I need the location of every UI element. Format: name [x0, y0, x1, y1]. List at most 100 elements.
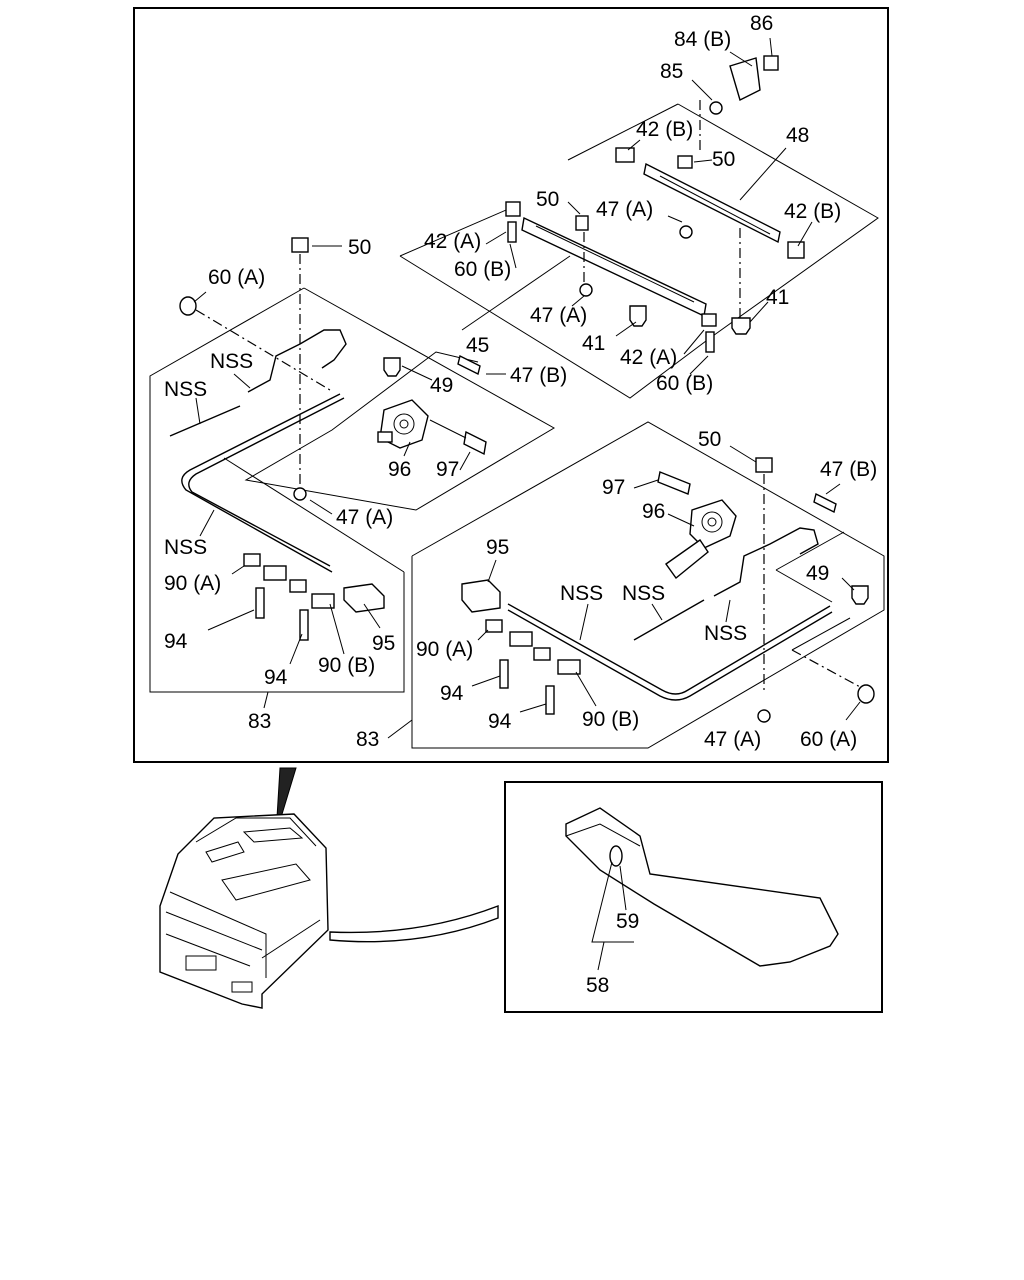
screw-47a-mid [579, 283, 593, 297]
label-60b-right: 60 (B) [656, 372, 713, 395]
callout-labels: 84 (B) 86 85 42 (B) 48 50 50 47 (A) 42 (… [164, 12, 877, 997]
label-90b-right: 90 (B) [582, 708, 639, 731]
label-48: 48 [786, 124, 809, 147]
label-nss-right-b: NSS [622, 582, 665, 605]
label-49-left: 49 [430, 374, 453, 397]
label-47a-mid: 47 (A) [530, 304, 587, 327]
label-94-right-b: 94 [488, 710, 512, 733]
screw-60b-right [705, 331, 715, 353]
label-nss-left: NSS [164, 378, 207, 401]
switch-90b [289, 579, 307, 593]
label-47b-left: 47 (B) [510, 364, 567, 387]
label-90a-left: 90 (A) [164, 572, 221, 595]
motor-96-gear [665, 539, 709, 580]
label-47a-bottom-right: 47 (A) [704, 728, 761, 751]
label-60b-left: 60 (B) [454, 258, 511, 281]
switch-90a-body [263, 565, 287, 581]
label-83-left: 83 [248, 710, 271, 733]
label-58: 58 [586, 974, 609, 997]
clip-42a-right [701, 313, 717, 327]
switch-90a [243, 553, 261, 567]
clip-42b-right [787, 241, 805, 259]
label-nss-right-c: NSS [704, 622, 747, 645]
bracket-95-right [461, 579, 501, 613]
cable-nss-upper [247, 329, 347, 393]
switch-90a-right-body [509, 631, 533, 647]
label-nss-lower-left: NSS [164, 536, 207, 559]
label-86: 86 [750, 12, 773, 35]
label-60a-right: 60 (A) [800, 728, 857, 751]
right-assembly [387, 421, 885, 749]
bolt-47b [457, 354, 481, 376]
screw-94-a [255, 587, 265, 619]
clip-50-top-left [291, 237, 309, 253]
screw-47a-top [679, 225, 693, 239]
label-60a-left: 60 (A) [208, 266, 265, 289]
motor-96-right [689, 499, 737, 549]
label-50-mid: 50 [536, 188, 559, 211]
left-assembly [149, 237, 556, 709]
label-94-left-a: 94 [164, 630, 188, 653]
inset-frame [504, 781, 883, 1013]
bumper-49-right [851, 585, 869, 605]
cable-nss-short [169, 405, 241, 437]
label-50-right: 50 [698, 428, 721, 451]
cable-nss-main [181, 393, 341, 573]
label-94-right-a: 94 [440, 682, 464, 705]
grommet-60a-right [857, 684, 875, 704]
screw-47a-bottom [293, 487, 307, 501]
clip-50-right [755, 457, 773, 473]
label-49-right: 49 [806, 562, 829, 585]
clip-42b [615, 147, 635, 163]
bumper-49 [383, 357, 401, 377]
screw-60b-left [507, 221, 517, 243]
visor-panel [565, 807, 839, 967]
bracket-group-48 [567, 37, 879, 339]
motor-connector [377, 431, 393, 443]
cable-nss-right-upper [713, 527, 819, 597]
bracket-84b [729, 57, 761, 102]
label-96-left: 96 [388, 458, 411, 481]
label-47a-top: 47 (A) [596, 198, 653, 221]
screw-94-b [299, 609, 309, 641]
bolt-47b-right [813, 492, 837, 514]
bumper-41-left [629, 305, 647, 327]
label-94-left-b: 94 [264, 666, 288, 689]
label-96-right: 96 [642, 500, 665, 523]
bracket-95 [343, 583, 385, 613]
visor-pivot-59 [609, 845, 623, 867]
label-83-right: 83 [356, 728, 379, 751]
switch-90b-body [311, 593, 335, 609]
grommet-60a [179, 296, 197, 316]
label-41-right: 41 [766, 286, 789, 309]
label-47a-bottom-left: 47 (A) [336, 506, 393, 529]
screw-85 [709, 101, 723, 115]
label-97-right: 97 [602, 476, 625, 499]
label-97-left: 97 [436, 458, 459, 481]
label-85: 85 [660, 60, 683, 83]
switch-90a-right [485, 619, 503, 633]
truck-cab-illustration [159, 767, 499, 1009]
switch-90b-right [533, 647, 551, 661]
bolt-97 [463, 430, 487, 456]
label-42b-top: 42 (B) [636, 118, 693, 141]
screw-94-c [499, 659, 509, 689]
truck-cab-body [159, 813, 329, 1009]
clip-50-mid [575, 215, 589, 231]
label-42a-left: 42 (A) [424, 230, 481, 253]
bumper-41-right [731, 317, 751, 335]
label-90b-left: 90 (B) [318, 654, 375, 677]
label-nss-upper: NSS [210, 350, 253, 373]
label-59: 59 [616, 910, 639, 933]
label-41-mid: 41 [582, 332, 605, 355]
label-42a-right: 42 (A) [620, 346, 677, 369]
label-47b-right: 47 (B) [820, 458, 877, 481]
label-42b-right: 42 (B) [784, 200, 841, 223]
label-95-left: 95 [372, 632, 395, 655]
sun-visor [565, 807, 839, 971]
bolt-97-right [657, 471, 691, 495]
main-diagram-frame [133, 7, 889, 763]
label-50-left: 50 [348, 236, 371, 259]
screw-47a-right [757, 709, 771, 723]
